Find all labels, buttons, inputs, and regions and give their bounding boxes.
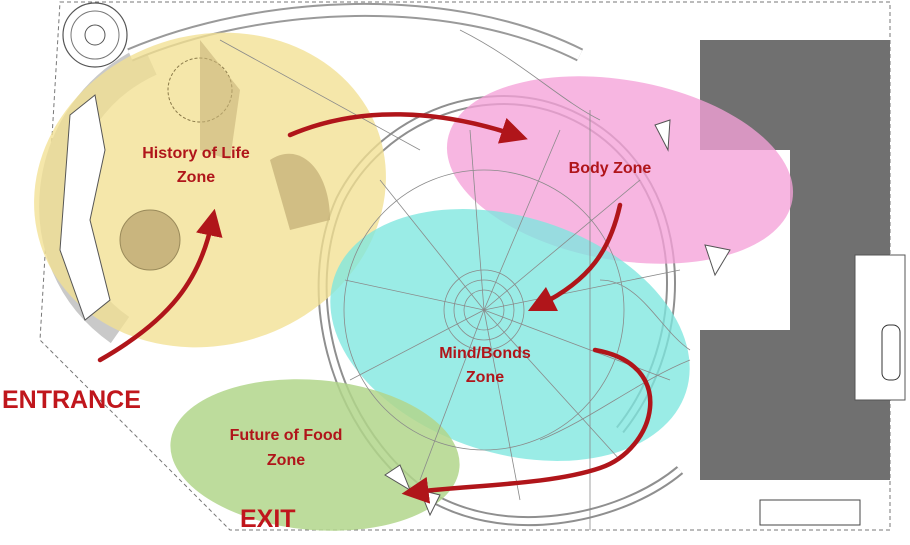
ground-marking xyxy=(759,499,861,526)
arrow-body-to-mind xyxy=(527,202,623,312)
history-zone-label-line1: History of Life xyxy=(142,145,250,162)
history-zone-label-line2: Zone xyxy=(177,169,215,186)
mind-zone-label-line1: Mind/Bonds xyxy=(439,345,531,362)
mind-zone-area xyxy=(330,209,690,461)
food-zone-label-line1: Future of Food xyxy=(230,427,343,444)
body-zone-area xyxy=(446,76,794,264)
car-outline xyxy=(881,324,901,381)
food-zone-area xyxy=(170,379,460,531)
interior-plan-lines xyxy=(219,29,691,530)
history-zone-fixtures xyxy=(59,40,330,321)
arrow-mind-to-food xyxy=(401,347,653,504)
food-zone-label-line2: Zone xyxy=(267,452,305,469)
mind-zone-label-line2: Zone xyxy=(466,369,504,386)
north-arc-wall-inner xyxy=(128,5,583,60)
body-zone-label: Body Zone xyxy=(569,160,652,177)
body-zone-fixture xyxy=(704,244,731,277)
entrance-label: ENTRANCE xyxy=(2,386,141,414)
spiral-stair-top xyxy=(62,2,128,68)
history-zone-area xyxy=(34,32,386,348)
arrow-entrance-to-history xyxy=(97,208,223,363)
site-boundary xyxy=(39,1,891,531)
body-zone-fixture-2 xyxy=(654,119,671,152)
exit-label: EXIT xyxy=(240,505,296,533)
arrow-history-to-body xyxy=(287,112,528,144)
flow-arrows xyxy=(97,112,653,504)
